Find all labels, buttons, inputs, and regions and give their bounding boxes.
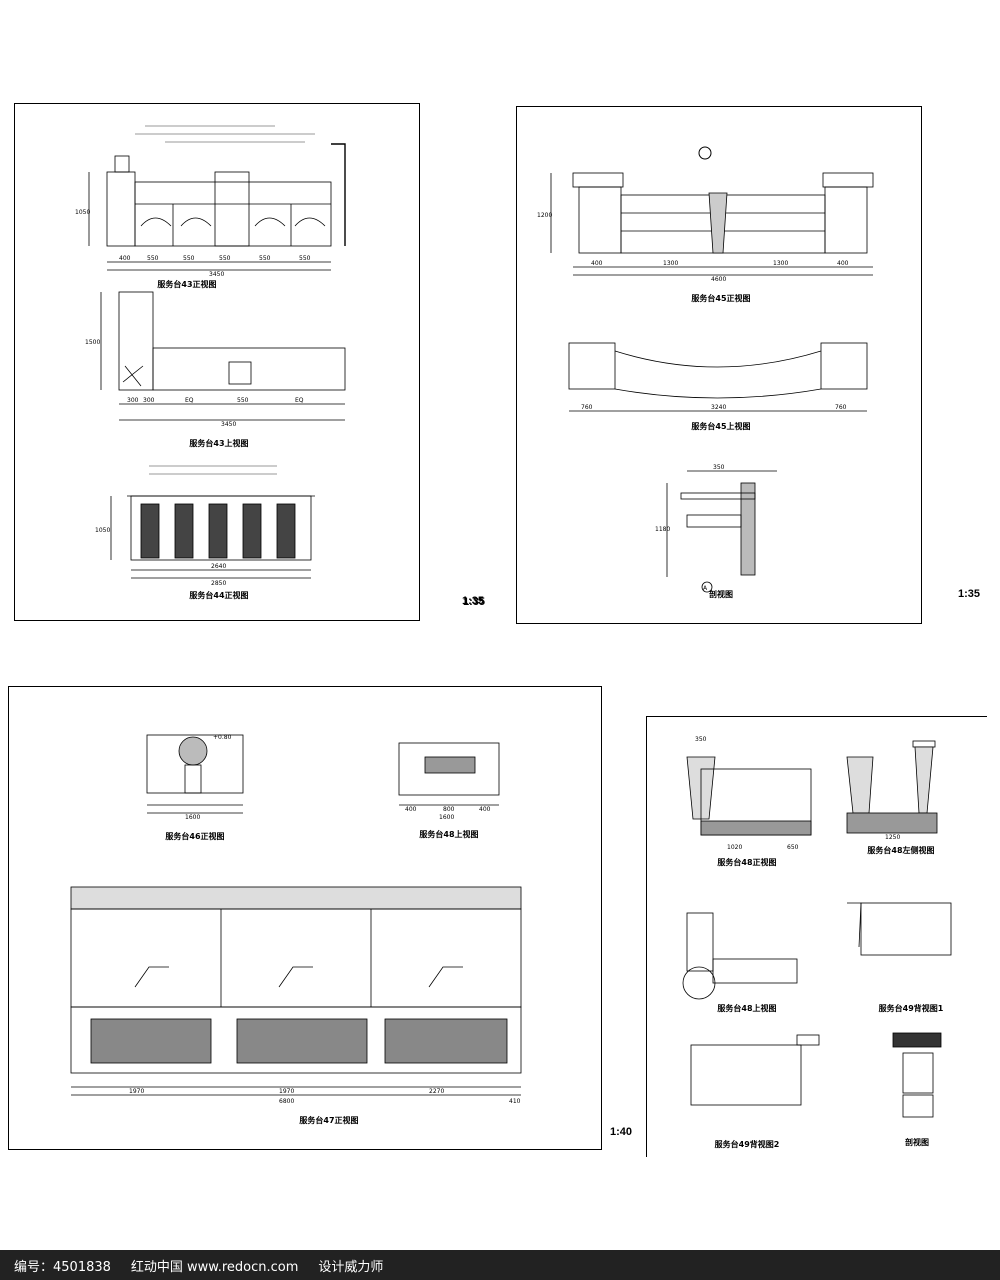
caption-45-top: 服务台45上视图	[691, 421, 750, 431]
caption-43-front: 服务台43正视图	[157, 279, 216, 289]
dim-label: 2850	[211, 580, 226, 587]
dim-label: 400	[837, 260, 849, 267]
dim-label: +0.80	[213, 734, 232, 741]
dim-label: 3240	[711, 404, 726, 411]
caption-49-back2: 服务台49背视图2	[715, 1139, 780, 1149]
caption-48-front: 服务台48正视图	[717, 857, 776, 867]
dim-label: 400	[119, 255, 131, 262]
dim-label: 1020	[727, 844, 742, 851]
dim-label: 2640	[211, 563, 226, 570]
dim-label: 1600	[439, 814, 454, 821]
dim-label: 400	[591, 260, 603, 267]
dim-label: 550	[147, 255, 159, 262]
dim-label: 550	[219, 255, 231, 262]
scale-label-1: 1:35	[462, 595, 485, 607]
dim-label: 300	[143, 397, 155, 404]
dim-label: 1600	[185, 814, 200, 821]
dim-label: 350	[695, 736, 707, 743]
caption-section-4: 剖视图	[905, 1137, 929, 1147]
dim-label: 1970	[279, 1088, 294, 1095]
dim-label: 6800	[279, 1098, 294, 1105]
dim-label: 1050	[95, 527, 110, 534]
dim-label: 550	[237, 397, 249, 404]
dim-label: 350	[713, 464, 725, 471]
caption-44-front: 服务台44正视图	[189, 590, 248, 600]
dim-label: 400	[479, 806, 491, 813]
dim-label: 1500	[85, 339, 100, 346]
dim-label: 1970	[129, 1088, 144, 1095]
caption-48-top: 服务台48上视图	[419, 829, 478, 839]
dim-label: 1050	[75, 209, 90, 216]
scale-label: 1:35	[463, 596, 486, 608]
scale-label-3: 1:40	[610, 1126, 633, 1138]
sheet-4: 服务台48正视图 服务台48左侧视图 服务台48上视图 服务台49背视图1 服务…	[646, 716, 987, 1157]
caption-43-top: 服务台43上视图	[189, 438, 248, 448]
dim-label: 550	[259, 255, 271, 262]
sheet-3-drawing: 服务台46正视图 服务台48上视图 服务台47正视图 1600 +0.80 40…	[70, 734, 522, 1125]
caption-49-back1: 服务台49背视图1	[879, 1003, 944, 1013]
dim-label: 1200	[537, 212, 552, 219]
dim-label: 4600	[711, 276, 726, 283]
dim-label: 550	[183, 255, 195, 262]
dim-label: 1300	[663, 260, 678, 267]
dim-label: 3450	[209, 271, 224, 278]
caption-45-front: 服务台45正视图	[691, 293, 750, 303]
footer-bar: 编号：4501838 红动中国 www.redocn.com 设计威力师	[0, 1250, 1000, 1280]
dim-label: 550	[299, 255, 311, 262]
caption-47-front: 服务台47正视图	[299, 1115, 358, 1125]
caption-48-left: 服务台48左侧视图	[867, 845, 934, 855]
dim-label: EQ	[295, 397, 304, 404]
caption-46-front: 服务台46正视图	[165, 831, 224, 841]
dim-label: 2270	[429, 1088, 444, 1095]
scale-label-2: 1:35	[958, 588, 981, 600]
dim-label: 1250	[885, 834, 900, 841]
sheet-1-drawing: 服务台43正视图 服务台43上视图 服务台44正视图 400 550 550 5…	[75, 125, 346, 600]
dim-label: 400	[405, 806, 417, 813]
sheet-2: 服务台45正视图 服务台45上视图 剖视图 A 400 1300 1300 40…	[516, 106, 922, 624]
sheet-3: 服务台46正视图 服务台48上视图 服务台47正视图 1600 +0.80 40…	[8, 686, 602, 1150]
sheet-4-drawing: 服务台48正视图 服务台48左侧视图 服务台48上视图 服务台49背视图1 服务…	[682, 736, 952, 1149]
section-mark: A	[703, 585, 708, 592]
caption-section: 剖视图	[709, 589, 733, 599]
dim-label: EQ	[185, 397, 194, 404]
dim-label: 800	[443, 806, 455, 813]
sheet-2-drawing: 服务台45正视图 服务台45上视图 剖视图 A 400 1300 1300 40…	[537, 146, 874, 599]
dim-label: 1180	[655, 526, 670, 533]
dim-label: 300	[127, 397, 139, 404]
footer-tagline: 设计威力师	[318, 1259, 384, 1275]
footer-code: 编号：4501838	[14, 1259, 111, 1275]
dim-label: 3450	[221, 421, 236, 428]
dim-label: 760	[581, 404, 593, 411]
dim-label: 1300	[773, 260, 788, 267]
dim-label: 760	[835, 404, 847, 411]
caption-48-top: 服务台48上视图	[717, 1003, 776, 1013]
sheet-1: 服务台43正视图 服务台43上视图 服务台44正视图 400 550 550 5…	[14, 103, 485, 621]
footer-site-link[interactable]: 红动中国 www.redocn.com	[130, 1259, 299, 1275]
dim-label: 410	[509, 1098, 521, 1105]
dim-label: 650	[787, 844, 799, 851]
